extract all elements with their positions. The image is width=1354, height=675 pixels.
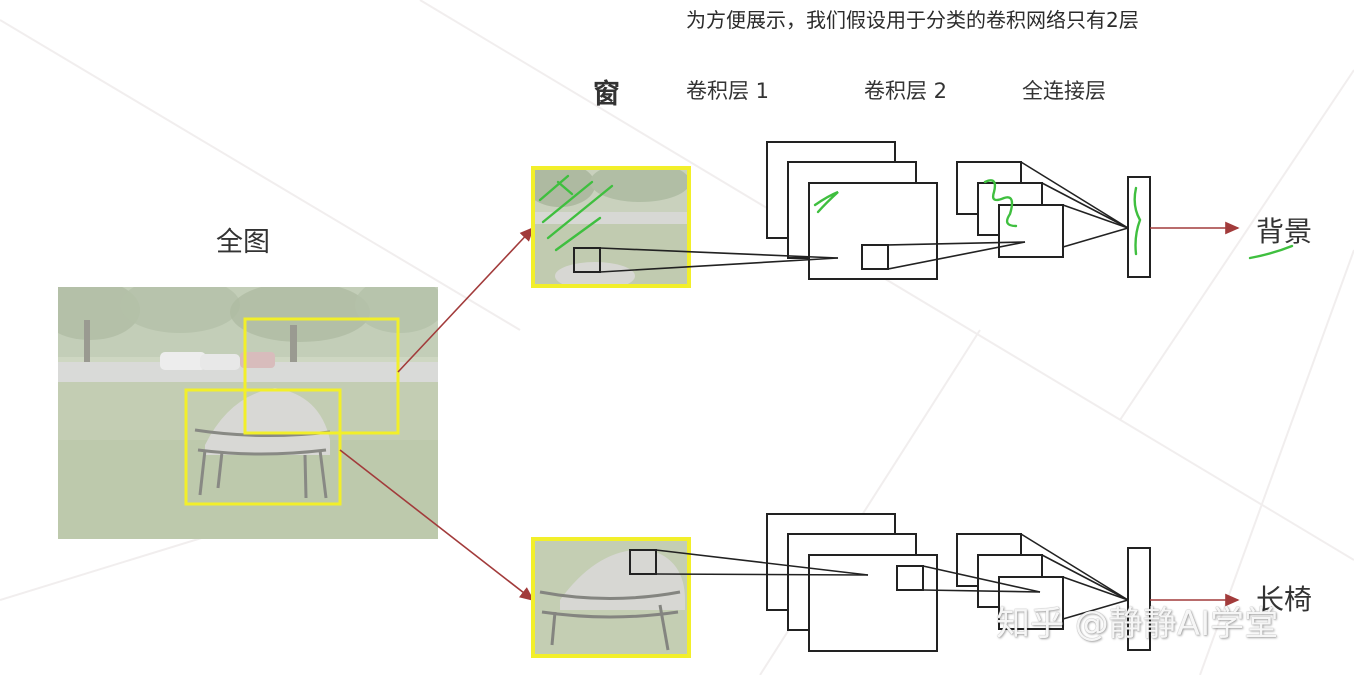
watermark: 知乎 @静静AI学堂	[996, 604, 1279, 644]
window-frame-top	[531, 166, 691, 288]
conv1-map-3	[808, 554, 938, 652]
window-box-bottom	[184, 388, 342, 506]
receptive-field-window-bottom	[629, 549, 657, 575]
output-label-background: 背景	[1256, 215, 1313, 248]
full-park-photo	[58, 287, 438, 539]
network-bottom-connections	[629, 533, 1129, 620]
receptive-field-conv1-top	[861, 244, 889, 270]
fc-layer-bottom	[1127, 547, 1151, 651]
arrow-to-bottom-window	[339, 449, 535, 601]
header-conv2: 卷积层 2	[864, 79, 948, 103]
receptive-field-conv1-bottom	[896, 565, 924, 591]
receptive-field-window-top	[573, 247, 601, 273]
header-conv1: 卷积层 1	[686, 79, 770, 103]
conv2-map-3	[998, 204, 1064, 258]
header-window: 窗	[593, 79, 620, 110]
network-top	[766, 141, 1151, 280]
header-fc: 全连接层	[1022, 79, 1106, 103]
window-frame-bottom	[531, 537, 691, 658]
window-box-top	[243, 317, 400, 435]
network-bottom	[766, 513, 1151, 652]
handwritten-annotation	[538, 174, 1294, 260]
network-top-connections	[573, 161, 1129, 273]
top-note: 为方便展示，我们假设用于分类的卷积网络只有2层	[686, 8, 1139, 32]
output-label-bench: 长椅	[1256, 583, 1313, 616]
full-image-label: 全图	[216, 227, 270, 258]
arrow-to-top-window	[397, 226, 535, 373]
window-crop-bottom	[535, 541, 687, 654]
